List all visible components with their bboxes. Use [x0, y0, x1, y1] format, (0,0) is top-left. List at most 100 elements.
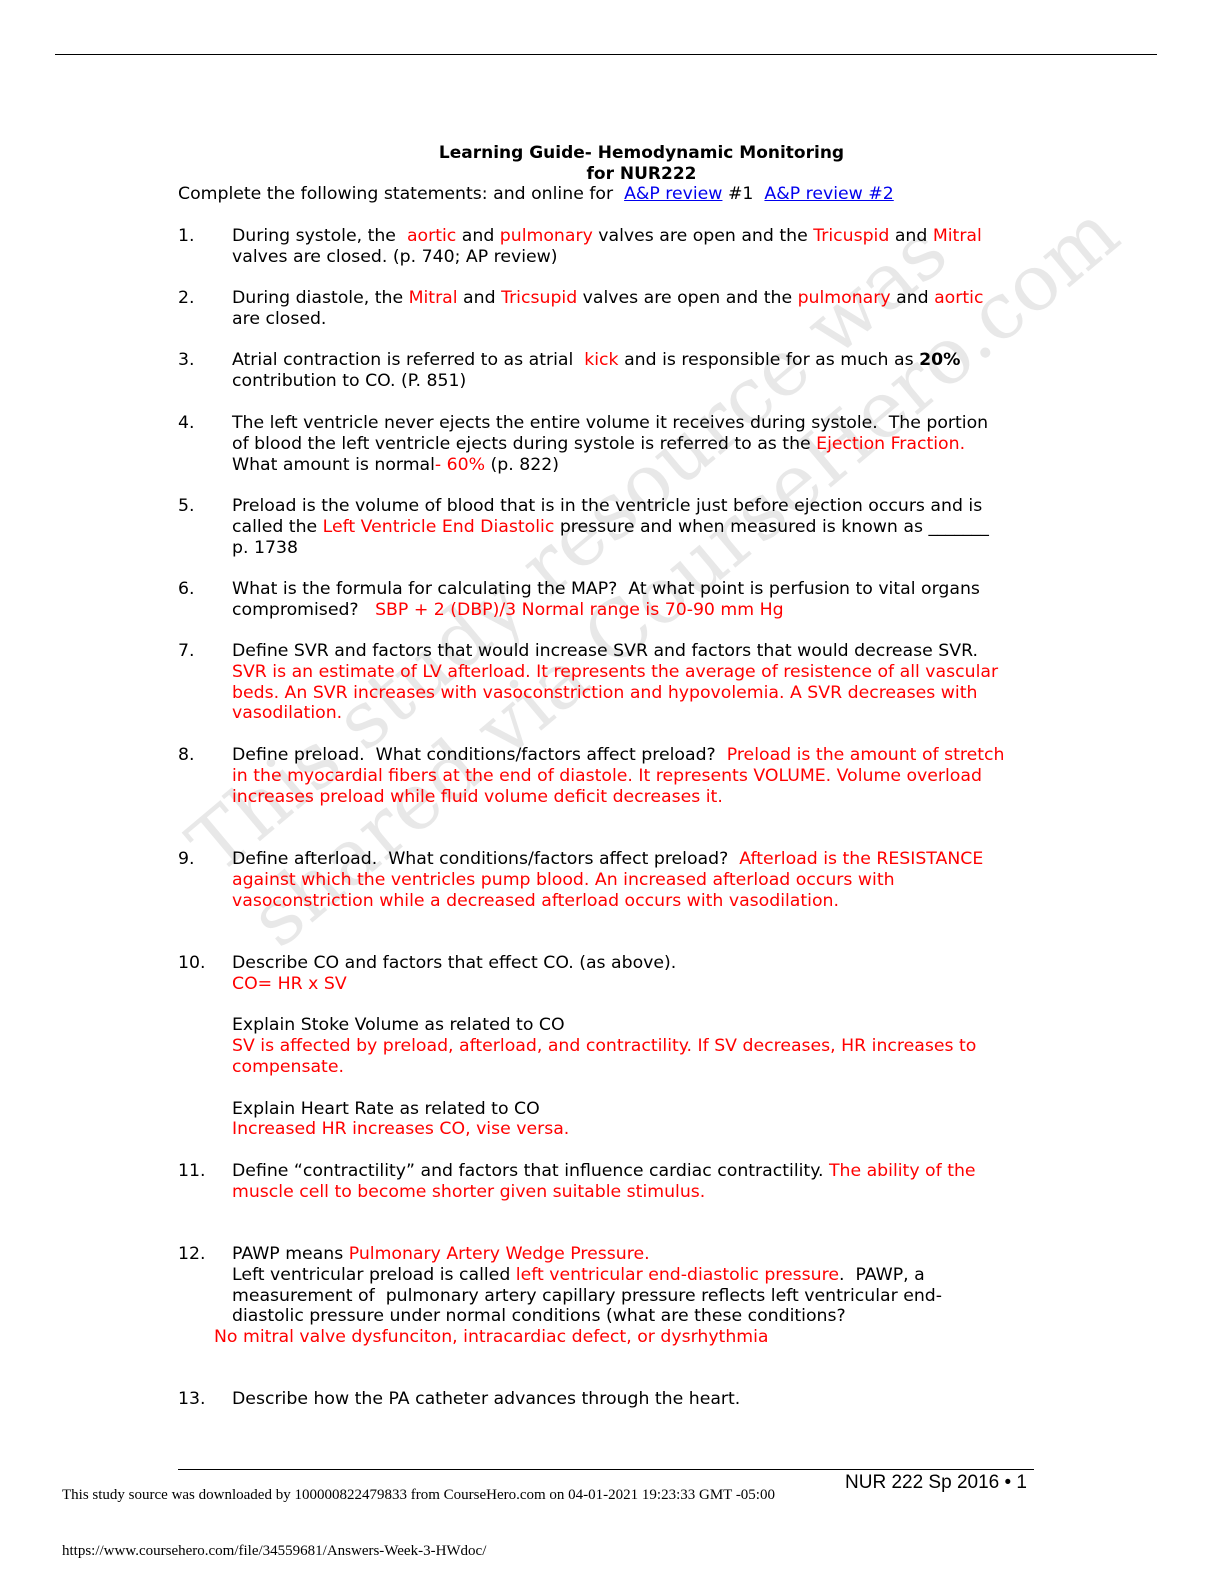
question-text: valves are closed. (p. 740; AP review)	[232, 246, 558, 267]
question-number: 1.	[178, 226, 195, 246]
text-line: compensate.	[232, 1057, 1052, 1078]
answer-text: pulmonary	[797, 288, 891, 308]
question-text: Preload is the volume of blood that is i…	[232, 496, 983, 516]
answer-text: CO= HR x SV	[232, 973, 347, 994]
text-line: beds. An SVR increases with vasoconstric…	[232, 683, 1052, 704]
text-line: During systole, the aortic and pulmonary…	[232, 226, 1052, 247]
text-line: Preload is the volume of blood that is i…	[232, 496, 1052, 517]
text-line: Define afterload. What conditions/factor…	[232, 849, 1052, 870]
top-rule	[55, 54, 1157, 55]
answer-text: compensate.	[232, 1056, 344, 1077]
text-line: SV is affected by preload, afterload, an…	[232, 1036, 1052, 1057]
question-text: Left ventricular preload is called	[232, 1264, 516, 1285]
question-text: Describe CO and factors that effect CO. …	[232, 953, 677, 973]
question-text: valves are open and the	[577, 288, 798, 308]
question-text: p. 1738	[232, 537, 298, 558]
question-text: and is responsible for as much as	[618, 350, 920, 370]
text-line: muscle cell to become shorter given suit…	[232, 1182, 1052, 1203]
question-number: 11.	[178, 1161, 206, 1181]
answer-text: Tricuspid	[813, 226, 890, 246]
question-number: 12.	[178, 1244, 206, 1264]
answer-text: Tricsupid	[501, 288, 578, 308]
question-text: What amount is normal	[232, 454, 435, 475]
page-footer: NUR 222 Sp 2016 • 1	[845, 1472, 1027, 1493]
text-line: Define “contractility” and factors that …	[232, 1161, 1052, 1182]
answer-text: beds. An SVR increases with vasoconstric…	[232, 682, 978, 703]
question-body: Define preload. What conditions/factors …	[232, 745, 1052, 807]
text-line: During diastole, the Mitral and Tricsupi…	[232, 288, 1052, 309]
download-notice: This study source was downloaded by 1000…	[62, 1487, 775, 1503]
question-text: . PAWP, a	[838, 1264, 925, 1285]
text-line: vasodilation.	[232, 703, 1052, 724]
question-number: 2.	[178, 288, 195, 308]
text-line	[232, 1078, 1052, 1099]
text-line: called the Left Ventricle End Diastolic …	[232, 517, 1052, 538]
question-body: Describe how the PA catheter advances th…	[232, 1389, 1052, 1410]
question-text: During diastole, the	[232, 288, 409, 308]
text-line: Define preload. What conditions/factors …	[232, 745, 1052, 766]
question-text: Explain Heart Rate as related to CO	[232, 1098, 540, 1119]
text-line: against which the ventricles pump blood.…	[232, 870, 1052, 891]
text-line: measurement of pulmonary artery capillar…	[232, 1286, 1052, 1307]
question-text: Explain Stoke Volume as related to CO	[232, 1015, 565, 1036]
answer-text: The ability of the	[828, 1161, 976, 1181]
question-text: measurement of pulmonary artery capillar…	[232, 1285, 942, 1306]
answer-text: Mitral	[408, 288, 458, 308]
text-line: increases preload while fluid volume def…	[232, 787, 1052, 808]
question-text: and	[889, 226, 933, 246]
question-text: of blood the left ventricle ejects durin…	[232, 433, 817, 454]
answer-text: vasoconstriction while a decreased after…	[232, 890, 839, 911]
ap-review-link-1[interactable]: A&P review	[624, 184, 723, 204]
text-line: What amount is normal- 60% (p. 822)	[232, 455, 1052, 476]
question-text: diastolic pressure under normal conditio…	[232, 1306, 846, 1327]
question-body: Describe CO and factors that effect CO. …	[232, 953, 1052, 1140]
question-text: and	[457, 288, 502, 308]
question-number: 10.	[178, 953, 206, 973]
question-body: PAWP means Pulmonary Artery Wedge Pressu…	[214, 1244, 1052, 1348]
question-text: and	[456, 226, 500, 246]
answer-text: left ventricular end-diastolic pressure	[515, 1264, 839, 1285]
text-line: of blood the left ventricle ejects durin…	[232, 434, 1052, 455]
answer-text: Ejection Fraction.	[816, 433, 966, 454]
text-line: vasoconstriction while a decreased after…	[232, 891, 1052, 912]
question-body: Preload is the volume of blood that is i…	[232, 496, 1052, 558]
question-body: During diastole, the Mitral and Tricsupi…	[232, 288, 1052, 330]
question-body: Atrial contraction is referred to as atr…	[232, 350, 1052, 392]
answer-text: SVR is an estimate of LV afterload. It r…	[232, 661, 999, 682]
question-text: 20%	[919, 350, 961, 370]
ap-review-link-2[interactable]: A&P review #2	[764, 184, 894, 204]
text-line	[232, 995, 1052, 1016]
text-line: Atrial contraction is referred to as atr…	[232, 350, 1052, 371]
question-number: 9.	[178, 849, 195, 869]
footer-rule	[178, 1469, 1034, 1470]
question-text: Describe how the PA catheter advances th…	[232, 1389, 741, 1409]
text-line: Describe CO and factors that effect CO. …	[232, 953, 1052, 974]
text-line: SVR is an estimate of LV afterload. It r…	[232, 662, 1052, 683]
text-line: The left ventricle never ejects the enti…	[232, 413, 1052, 434]
answer-note: No mitral valve dysfunciton, intracardia…	[214, 1327, 769, 1348]
question-number: 8.	[178, 745, 195, 765]
text-line: What is the formula for calculating the …	[232, 579, 1052, 600]
source-url[interactable]: https://www.coursehero.com/file/34559681…	[62, 1543, 487, 1559]
answer-text: Left Ventricle End Diastolic	[322, 516, 555, 537]
question-number: 4.	[178, 413, 195, 433]
answer-text: aortic	[406, 226, 457, 246]
answer-text: vasodilation.	[232, 703, 343, 724]
text-line: compromised? SBP + 2 (DBP)/3 Normal rang…	[232, 600, 1052, 621]
question-text: The left ventricle never ejects the enti…	[232, 413, 989, 433]
question-body: Define SVR and factors that would increa…	[232, 641, 1052, 724]
text-line: CO= HR x SV	[232, 974, 1052, 995]
answer-text: SBP + 2 (DBP)/3 Normal range is 70-90 mm…	[375, 599, 784, 620]
answer-text: kick	[584, 350, 619, 370]
answer-text: against which the ventricles pump blood.…	[232, 869, 895, 890]
question-text: valves are open and the	[592, 226, 814, 246]
question-text: Define preload. What conditions/factors …	[232, 745, 727, 765]
question-text: called the	[232, 516, 323, 537]
question-body: The left ventricle never ejects the enti…	[232, 413, 1052, 475]
text-line: PAWP means Pulmonary Artery Wedge Pressu…	[232, 1244, 1052, 1265]
answer-text: Increased HR increases CO, vise versa.	[232, 1119, 570, 1140]
question-text: Define afterload. What conditions/factor…	[232, 849, 740, 869]
text-line: Explain Stoke Volume as related to CO	[232, 1015, 1052, 1036]
intro-text: Complete the following statements: and o…	[178, 184, 625, 204]
answer-text: increases preload while fluid volume def…	[232, 786, 723, 807]
